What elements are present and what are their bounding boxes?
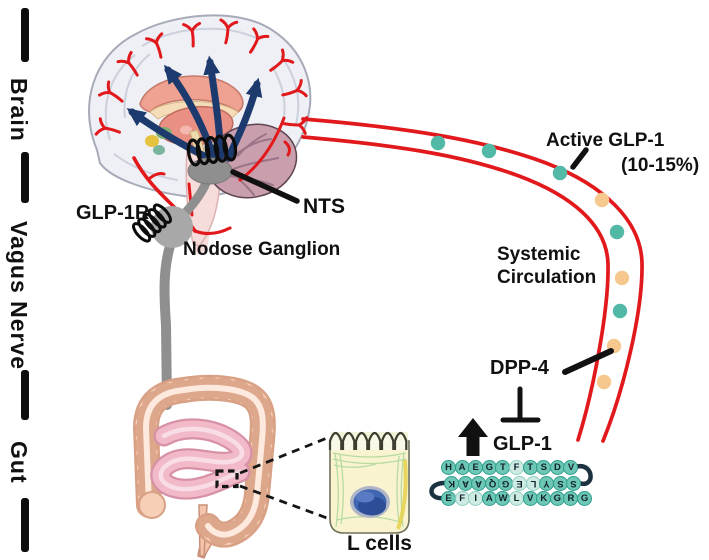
- intestine-illustration: [133, 374, 276, 559]
- axis-label-vagus-nerve: Vagus Nerve: [6, 221, 32, 371]
- dpp4-pointer-line: [562, 348, 614, 375]
- hypothalamus-yellow: [145, 135, 159, 147]
- hypothalamus-teal: [153, 145, 165, 155]
- systemic-label-line2: Circulation: [497, 267, 597, 288]
- degraded-glp1-molecule-dot: [594, 192, 610, 208]
- l-cell-illustration: [328, 431, 410, 534]
- peptide-residue: I: [468, 491, 484, 506]
- zoom-connector-lines: [239, 436, 328, 520]
- peptide-residue: A: [454, 460, 470, 475]
- peptide-residue: E: [468, 460, 484, 475]
- cecum: [138, 491, 166, 519]
- peptide-residue: H: [441, 460, 456, 475]
- glp1r-receptor-icon: [132, 203, 172, 243]
- peptide-residue: E: [512, 475, 528, 491]
- cell-accent: [396, 459, 408, 530]
- glp1-increase-arrow-icon: [458, 418, 488, 456]
- active-glp1-molecule-dot: [552, 165, 568, 181]
- peptide-residue: E: [441, 491, 456, 506]
- peptide-residue: D: [549, 460, 565, 475]
- active-glp1-label: Active GLP-1: [546, 130, 665, 151]
- nts-region: [186, 133, 300, 204]
- glp1-label: GLP-1: [493, 433, 552, 455]
- active-glp1-molecule-dot: [481, 143, 497, 159]
- active-glp1-pointer: [570, 147, 589, 170]
- peptide-connectors: [429, 463, 593, 501]
- nts-receptor-icon: [186, 133, 238, 167]
- small-intestine: [150, 418, 253, 500]
- l-cells-label: L cells: [347, 532, 412, 555]
- peptide-residue: F: [454, 491, 470, 506]
- axis-line: [21, 8, 29, 62]
- axis-line: [21, 370, 29, 420]
- degraded-glp1-molecule-dot: [596, 374, 612, 390]
- axis-line: [21, 152, 29, 203]
- peptide-residue: W: [495, 491, 511, 506]
- peptide-residue: S: [536, 460, 552, 475]
- peptide-residue: K: [444, 475, 459, 491]
- peptide-residue: F: [509, 460, 525, 475]
- axis-label-gut: Gut: [6, 441, 32, 484]
- glp1r-label: GLP-1R: [76, 202, 150, 224]
- glp1-molecules-in-vessel: [430, 135, 630, 390]
- active-glp1-molecule-dot: [430, 135, 446, 151]
- peptide-residue: V: [563, 460, 579, 475]
- axis-label-brain: Brain: [6, 78, 32, 142]
- nts-pointer-line: [230, 169, 300, 204]
- large-intestine: [133, 374, 276, 548]
- nodose-ganglion-label: Nodose Ganglion: [183, 239, 341, 260]
- peptide-residue: L: [509, 491, 525, 506]
- dpp4-label: DPP-4: [490, 357, 549, 379]
- active-glp1-molecule-dot: [609, 224, 625, 240]
- active-glp1-molecule-dot: [612, 303, 628, 319]
- peptide-connector-right: [572, 463, 593, 487]
- nerve-to-brainstem: [181, 178, 211, 217]
- thalamus-dot: [180, 125, 192, 135]
- vessel-wall-inner: [301, 135, 610, 442]
- annotation-marks: [500, 147, 614, 423]
- axis-line: [21, 498, 29, 552]
- active-glp1-fraction-label: (10-15%): [621, 155, 700, 176]
- degraded-glp1-molecule-dot: [614, 270, 630, 286]
- peptide-residue: A: [471, 475, 487, 491]
- microvilli: [328, 431, 408, 450]
- systemic-label-line1: Systemic: [497, 244, 581, 265]
- peptide-connector-left: [429, 480, 449, 501]
- zoom-box: [215, 469, 239, 489]
- nerve-to-gut: [159, 241, 175, 410]
- peptide-residue: G: [577, 491, 593, 506]
- peptide-residue: S: [566, 475, 582, 491]
- nucleus-highlight: [355, 491, 375, 503]
- nts-label: NTS: [303, 195, 345, 218]
